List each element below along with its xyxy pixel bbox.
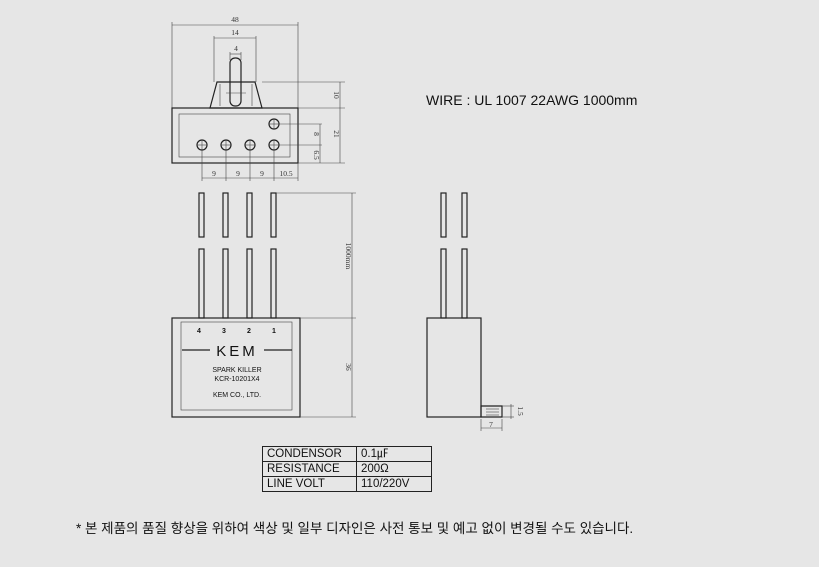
mounting-tab bbox=[209, 81, 263, 109]
pin-label-3: 3 bbox=[222, 328, 226, 335]
wire-spec-note: WIRE : UL 1007 22AWG 1000mm bbox=[426, 92, 638, 108]
side-foot bbox=[480, 405, 503, 418]
side-case bbox=[426, 317, 482, 418]
spec-value: 0.1㎌ bbox=[356, 446, 432, 462]
side-view: 7 1.5 bbox=[426, 192, 525, 431]
pin-label-2: 2 bbox=[247, 328, 251, 335]
front-view: 4 3 2 1 KEM SPARK KILLER KCR-10201X4 KEM… bbox=[171, 192, 356, 418]
dim-top-width: 48 bbox=[231, 15, 239, 24]
device-maker: KEM CO., LTD. bbox=[213, 392, 261, 399]
dim-lead-offset: 7 bbox=[489, 420, 493, 429]
dim-pitch-1: 9 bbox=[212, 169, 216, 178]
dim-tab-width: 14 bbox=[231, 28, 239, 37]
spec-row: RESISTANCE 200Ω bbox=[262, 461, 432, 477]
dim-pitch-2: 9 bbox=[236, 169, 240, 178]
wire-leads bbox=[198, 192, 277, 319]
dim-body-height: 21 bbox=[332, 130, 341, 138]
terminal-holes bbox=[196, 118, 280, 151]
dim-bottom-offset: 6.5 bbox=[312, 150, 321, 160]
design-change-notice: * 본 제품의 품질 향상을 위하여 색상 및 일부 디자인은 사전 통보 및 … bbox=[76, 521, 634, 536]
dim-hole-row-offset: 8 bbox=[312, 132, 321, 136]
top-body-inner bbox=[178, 113, 291, 158]
spec-row: LINE VOLT 110/220V bbox=[262, 476, 432, 492]
dim-case-height: 36 bbox=[344, 363, 353, 371]
brand-logo: KEM bbox=[216, 343, 258, 360]
device-name: SPARK KILLER bbox=[212, 367, 261, 374]
pin-label-4: 4 bbox=[197, 328, 201, 335]
front-label-area bbox=[180, 321, 293, 411]
top-view: 48 14 4 10 21 bbox=[171, 15, 345, 181]
front-case bbox=[171, 317, 301, 418]
spec-label: CONDENSOR bbox=[262, 446, 357, 462]
spec-row: CONDENSOR 0.1㎌ bbox=[262, 446, 432, 462]
dim-wire-length: 1000mm bbox=[344, 243, 353, 270]
spec-label: RESISTANCE bbox=[262, 461, 357, 477]
spec-label: LINE VOLT bbox=[262, 476, 357, 492]
dim-pitch-3: 9 bbox=[260, 169, 264, 178]
spec-value: 200Ω bbox=[356, 461, 432, 477]
dim-tab-thickness: 1.5 bbox=[516, 406, 525, 416]
pin-label-1: 1 bbox=[272, 328, 276, 335]
dim-tab-height: 10 bbox=[332, 91, 341, 99]
dim-pitch-4: 10.5 bbox=[279, 169, 292, 178]
top-body-outer bbox=[171, 107, 299, 164]
spec-table: CONDENSOR 0.1㎌ RESISTANCE 200Ω LINE VOLT… bbox=[262, 446, 432, 492]
dim-slot-width: 4 bbox=[234, 44, 238, 53]
device-model: KCR-10201X4 bbox=[214, 376, 259, 383]
spec-value: 110/220V bbox=[356, 476, 432, 492]
mounting-slot bbox=[229, 57, 242, 107]
